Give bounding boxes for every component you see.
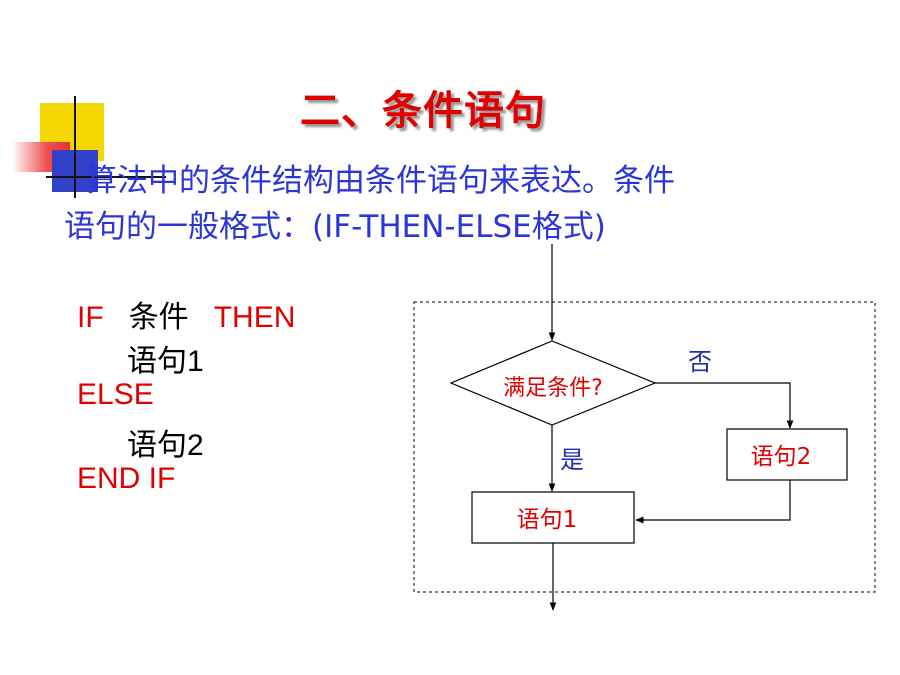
- code-line-if: IF 条件 THEN: [77, 292, 295, 336]
- statement1-box: [471, 491, 635, 544]
- code-then-keyword: THEN: [213, 301, 296, 334]
- code-stmt2: 语句2: [127, 429, 204, 462]
- code-condition: 条件: [128, 301, 189, 334]
- code-stmt1: 语句1: [127, 345, 204, 378]
- code-line-endif: END IF: [77, 462, 175, 496]
- flowchart-dashed-frame: [413, 301, 876, 593]
- statement2-text: 语句2: [751, 444, 812, 470]
- decor-vertical-line: [74, 96, 76, 198]
- intro-line-2: 语句的一般格式：(IF-THEN-ELSE格式): [64, 209, 606, 245]
- code-else-keyword: ELSE: [77, 378, 154, 411]
- no-label: 否: [688, 348, 712, 376]
- yes-label: 是: [560, 446, 584, 474]
- merge-arrow: [635, 480, 791, 524]
- code-line-stmt1: 语句1: [127, 336, 204, 380]
- code-line-stmt2: 语句2: [127, 420, 204, 464]
- code-if-keyword: IF: [77, 301, 104, 334]
- decision-text: 满足条件?: [503, 376, 603, 401]
- no-branch-arrow: [655, 382, 794, 429]
- slide-title: 二、条件语句: [300, 88, 546, 134]
- decor-horizontal-line: [46, 176, 166, 178]
- intro-line-1: 算法中的条件结构由条件语句来表达。条件: [86, 163, 675, 199]
- intro-paragraph: 算法中的条件结构由条件语句来表达。条件 语句的一般格式：(IF-THEN-ELS…: [64, 158, 864, 250]
- code-endif-keyword: END IF: [77, 462, 176, 495]
- statement1-text: 语句1: [517, 507, 578, 533]
- code-line-else: ELSE: [77, 378, 154, 412]
- statement2-box: [726, 428, 848, 481]
